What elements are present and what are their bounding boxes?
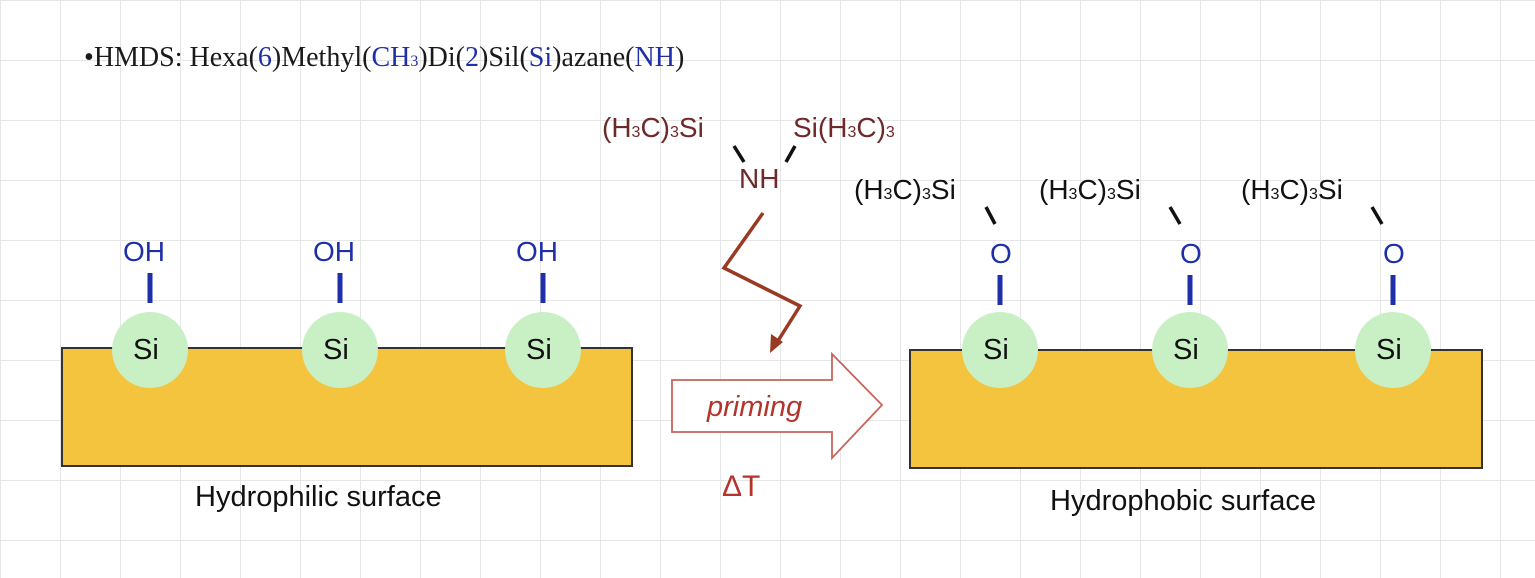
zigzag-arrowhead [770, 334, 783, 353]
trimethylsilyl-ligand: (H3C)3Si [1039, 174, 1141, 205]
si-o-bond [984, 206, 997, 225]
heading-part-highlight: Si [528, 42, 553, 73]
silicon-atom [962, 312, 1038, 388]
oh-group-label: OH [313, 236, 355, 267]
priming-block-arrow [671, 351, 884, 461]
hmds-left-group: (H3C)3Si [602, 112, 704, 143]
silicon-atom [112, 312, 188, 388]
silicon-label: Si [1173, 334, 1199, 366]
silicon-atom [302, 312, 378, 388]
hmds-bond-left [732, 145, 746, 163]
reaction-zigzag-arrow [721, 211, 803, 345]
heading-part-subscript: 3 [410, 53, 419, 70]
silicon-label: Si [133, 334, 159, 366]
delta-t-label: ΔT [722, 470, 761, 503]
silicon-label: Si [323, 334, 349, 366]
heading-part: ) [674, 42, 685, 73]
heading-part: HMDS: Hexa( [93, 42, 258, 73]
heading-hmds-definition: •HMDS: Hexa(6)Methyl(CH3)Di(2)Sil(Si)aza… [84, 42, 684, 74]
si-o-bond [1168, 206, 1182, 225]
heading-part-highlight: NH [634, 42, 675, 73]
heading-part: )Sil( [479, 42, 529, 73]
silicon-label: Si [526, 334, 552, 366]
trimethylsilyl-ligand: (H3C)3Si [1241, 174, 1343, 205]
heading-bullet: • [84, 42, 94, 73]
oxygen-label: O [990, 238, 1012, 269]
silicon-label: Si [983, 334, 1009, 366]
silicon-atom [505, 312, 581, 388]
heading-part: )Di( [418, 42, 465, 73]
heading-part-highlight: CH [371, 42, 411, 73]
silicon-label: Si [1376, 334, 1402, 366]
trimethylsilyl-ligand: (H3C)3Si [854, 174, 956, 205]
oxygen-label: O [1180, 238, 1202, 269]
hydrophobic-surface-label: Hydrophobic surface [1050, 485, 1316, 517]
hydrophilic-surface-label: Hydrophilic surface [195, 481, 442, 513]
hmds-bond-right [784, 145, 797, 163]
heading-part: )azane( [552, 42, 635, 73]
hmds-nh-group: NH [739, 163, 780, 194]
heading-part-highlight: 6 [257, 42, 272, 73]
silicon-atom [1355, 312, 1431, 388]
silicon-atom [1152, 312, 1228, 388]
priming-label: priming [707, 391, 803, 423]
heading-part-highlight: 2 [465, 42, 479, 73]
heading-part: )Methyl( [271, 42, 372, 73]
hmds-right-group: Si(H3C)3 [793, 112, 895, 143]
oh-group-label: OH [123, 236, 165, 267]
oxygen-label: O [1383, 238, 1405, 269]
oh-group-label: OH [516, 236, 558, 267]
si-o-bond [1370, 206, 1384, 225]
